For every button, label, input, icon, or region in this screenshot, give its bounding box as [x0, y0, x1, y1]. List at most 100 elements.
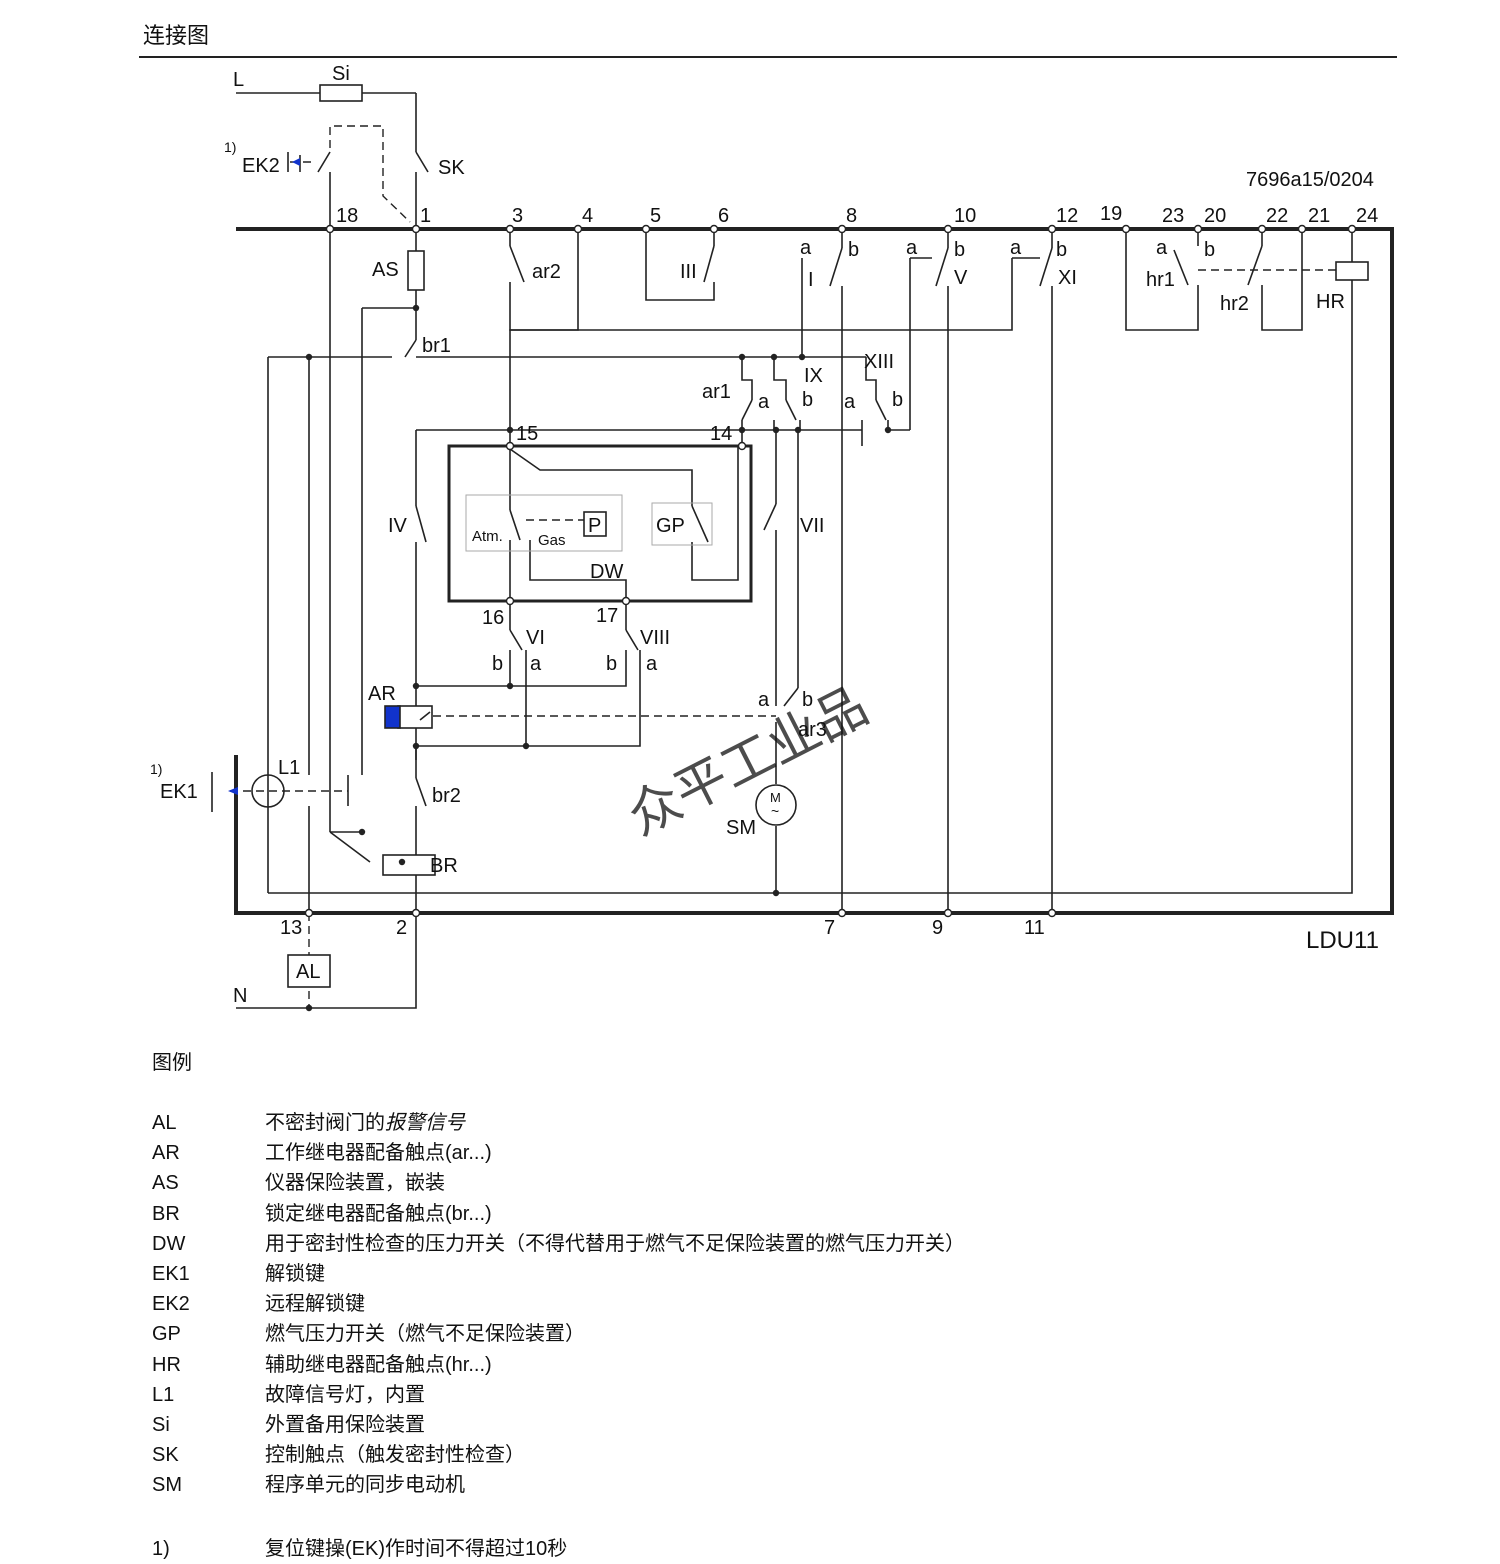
terminal-14: 14: [710, 423, 732, 445]
label-I-a: a: [800, 237, 812, 259]
label-GP: GP: [656, 515, 685, 537]
legend-code: L1: [152, 1383, 175, 1406]
terminal-dots: [304, 224, 1357, 918]
switch-blades: [299, 151, 1263, 807]
device-frame: [234, 227, 1394, 915]
label-P: P: [588, 515, 601, 537]
legend-code: EK1: [152, 1262, 190, 1285]
legend-code: BR: [152, 1202, 180, 1225]
legend-desc: 解锁键: [265, 1262, 325, 1285]
ek-buttons: [228, 158, 300, 795]
label-hr1: hr1: [1146, 269, 1175, 291]
diagram-id: 7696a15/0204: [1246, 169, 1374, 191]
label-V: V: [954, 267, 968, 289]
ar-coil: [397, 705, 433, 729]
label-I: I: [808, 269, 814, 291]
label-tilde: ~: [771, 803, 779, 819]
ek-bars: [211, 152, 289, 812]
legend-item: SK 控制触点（触发密封性检查）: [152, 1438, 965, 1468]
legend-desc: 工作继电器配备触点(ar...): [265, 1142, 492, 1165]
terminal-5: 5: [650, 205, 661, 227]
label-DW: DW: [590, 561, 623, 583]
footnote-mark-ek1: 1): [150, 761, 162, 777]
label-IV: IV: [388, 515, 408, 537]
label-ar3-a: a: [758, 689, 770, 711]
connection-diagram: L Si SK EK2 1) 7696a15/0204 18 1 3 4 5 6…: [150, 63, 1394, 1012]
fuse-as: [407, 250, 425, 291]
label-ar3-b: b: [802, 689, 813, 711]
br-coil: [382, 854, 436, 876]
legend-desc: 仪器保险装置，嵌装: [265, 1172, 445, 1195]
label-hr1-b: b: [1204, 239, 1215, 261]
terminal-16: 16: [482, 607, 504, 629]
label-hr2: hr2: [1220, 293, 1249, 315]
label-ar2: ar2: [532, 261, 561, 283]
terminal-2: 2: [396, 917, 407, 939]
legend-code: AS: [152, 1172, 179, 1195]
terminal-19: 19: [1100, 203, 1122, 225]
legend-code: HR: [152, 1353, 181, 1376]
terminal-7: 7: [824, 917, 835, 939]
legend-code: AR: [152, 1142, 180, 1165]
legend-item: BR 锁定继电器配备触点(br...): [152, 1197, 965, 1227]
label-hr1-a: a: [1156, 237, 1168, 259]
label-ar1-a: a: [758, 391, 770, 413]
legend-title: 图例: [152, 1052, 192, 1074]
terminal-21: 21: [1308, 205, 1330, 227]
label-N: N: [233, 985, 247, 1007]
ar-coil-blue: [384, 705, 401, 729]
terminal-22: 22: [1266, 205, 1288, 227]
label-VII: VII: [800, 515, 824, 537]
terminal-3: 3: [512, 205, 523, 227]
terminal-13: 13: [280, 917, 302, 939]
junction-dots: [305, 304, 892, 1012]
legend-desc: 用于密封性检查的压力开关（不得代替用于燃气不足保险装置的燃气压力开关）: [265, 1232, 965, 1255]
legend-code: DW: [152, 1232, 186, 1255]
label-VIII-b: b: [606, 653, 617, 675]
al-box: [287, 954, 331, 988]
legend-item: L1 故障信号灯，内置: [152, 1378, 965, 1408]
legend-desc: 外置备用保险装置: [265, 1413, 425, 1436]
legend-desc: 控制触点（触发密封性检查）: [265, 1444, 525, 1467]
footnote-mark-ek2: 1): [224, 139, 236, 155]
label-M: M: [770, 790, 781, 805]
label-VIII-a: a: [646, 653, 658, 675]
terminal-9: 9: [932, 917, 943, 939]
label-AL: AL: [296, 961, 320, 983]
hr-coil: [1335, 261, 1369, 281]
legend-item: GP 燃气压力开关（燃气不足保险装置）: [152, 1317, 965, 1347]
terminal-12: 12: [1056, 205, 1078, 227]
label-XI-a: a: [1010, 237, 1022, 259]
label-EK2: EK2: [242, 155, 280, 177]
label-IX: IX: [804, 365, 823, 387]
legend-desc: 锁定继电器配备触点(br...): [265, 1202, 492, 1225]
legend-code: AL: [152, 1112, 177, 1134]
label-VI-a: a: [530, 653, 542, 675]
label-Gas: Gas: [538, 532, 566, 549]
label-V-b: b: [954, 239, 965, 261]
legend-code: SK: [152, 1444, 179, 1467]
label-EK1: EK1: [160, 781, 198, 803]
label-br1: br1: [422, 335, 451, 357]
legend-desc: 故障信号灯，内置: [265, 1383, 425, 1406]
label-ar3: ar3: [798, 719, 827, 741]
label-XI: XI: [1058, 267, 1077, 289]
legend-code: GP: [152, 1323, 181, 1346]
label-IX-b: b: [802, 389, 813, 411]
label-XIII: XIII: [864, 351, 894, 373]
terminal-24: 24: [1356, 205, 1378, 227]
footnote: 1)复位键操(EK)作时间不得超过10秒: [152, 1532, 567, 1561]
page-title: 连接图: [143, 23, 210, 48]
legend-desc: 燃气压力开关（燃气不足保险装置）: [265, 1323, 585, 1346]
components: [287, 84, 1369, 988]
label-L: L: [233, 69, 244, 91]
legend-desc: 远程解锁键: [265, 1293, 365, 1316]
terminal-20: 20: [1204, 205, 1226, 227]
legend-item: AR 工作继电器配备触点(ar...): [152, 1136, 965, 1166]
terminal-11: 11: [1024, 917, 1045, 939]
label-SK: SK: [438, 157, 465, 179]
label-VIII: VIII: [640, 627, 670, 649]
